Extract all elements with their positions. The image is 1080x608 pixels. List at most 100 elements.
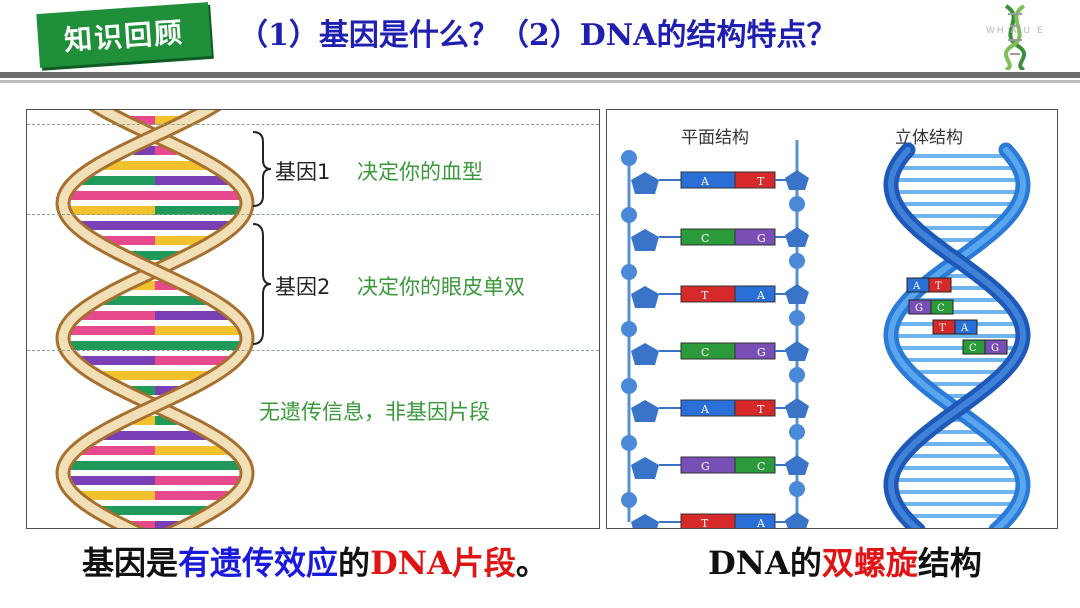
base-pair-rung (80, 446, 155, 455)
base-pair-rung (155, 476, 247, 485)
brace-icon (252, 131, 272, 207)
non-gene-desc: 无遗传信息，非基因片段 (259, 400, 490, 424)
base-block (930, 299, 954, 315)
base-pair-rung (66, 461, 155, 470)
base-pair-rung (155, 206, 247, 215)
header-divider-thin (0, 80, 1080, 83)
caption-highlight: 双螺旋 (821, 544, 918, 582)
base-block (984, 339, 1008, 355)
base-letter: T (757, 403, 765, 416)
base-pair-rung (88, 236, 155, 245)
base-letter: G (915, 303, 923, 314)
base-letter: T (701, 289, 709, 302)
base-block (928, 277, 952, 293)
base-pair-rung (66, 326, 155, 335)
helix-strand (887, 147, 1027, 528)
base-pair-rung (155, 341, 247, 350)
base-pair-rung (104, 161, 155, 170)
phosphate-node (789, 367, 805, 383)
base-pair-rung (70, 491, 155, 500)
phosphate-node (789, 310, 805, 326)
base-letter: T (701, 517, 709, 528)
base-letter: C (701, 232, 709, 245)
phosphate-node (621, 492, 637, 508)
phosphate-node (789, 481, 805, 497)
sugar-pentagon (785, 398, 809, 418)
dashed-divider (27, 350, 599, 351)
caption-text: 结构 (917, 544, 982, 582)
base-block (734, 456, 776, 474)
base-pair-rung (155, 176, 230, 185)
base-block (734, 399, 776, 417)
base-block (734, 171, 776, 189)
base-block (954, 319, 978, 335)
sugar-pentagon (631, 172, 659, 194)
base-letter: A (700, 175, 710, 188)
base-pair-rung (70, 221, 155, 230)
base-pair-rung (155, 236, 222, 245)
base-pair-rung (155, 356, 240, 365)
base-letter: T (935, 281, 942, 292)
sugar-pentagon (631, 229, 659, 251)
phosphate-node (621, 150, 637, 166)
base-pair-rung (155, 446, 230, 455)
phosphate-node (621, 435, 637, 451)
base-pair-rung (133, 281, 155, 290)
caption-highlight: 有遗传效应 (178, 544, 339, 582)
caption-highlight: DNA片段 (370, 544, 516, 582)
base-letter: T (939, 323, 946, 334)
base-pair-rung (80, 311, 155, 320)
sugar-pentagon (785, 341, 809, 361)
page-title: （1）基因是什么？（2）DNA的结构特点？ (238, 18, 837, 53)
base-block (734, 513, 776, 528)
base-letter: C (969, 343, 977, 354)
phosphate-node (789, 253, 805, 269)
dna-logo-icon (1004, 4, 1026, 70)
header-divider (0, 72, 1080, 78)
phosphate-node (621, 378, 637, 394)
base-pair-rung (155, 371, 222, 380)
logo-text: WH A U E (986, 26, 1045, 36)
dna-helix-illustration (55, 110, 255, 528)
base-letter: G (757, 232, 766, 245)
base-pair-rung (88, 371, 155, 380)
base-letter: A (756, 289, 766, 302)
base-letter: A (912, 281, 921, 292)
gene-2-label: 基因2 (275, 275, 331, 299)
sugar-pentagon (785, 284, 809, 304)
backbone-strand (58, 110, 252, 528)
base-letter: C (757, 460, 765, 473)
base-letter: G (757, 346, 766, 359)
base-letter: A (700, 403, 710, 416)
caption-text: 的 (338, 544, 371, 582)
dashed-divider (27, 124, 599, 125)
caption-text: 。 (515, 544, 548, 582)
base-pair-rung (155, 311, 230, 320)
caption-dna-structure: DNA的双螺旋结构 (708, 538, 982, 588)
caption-gene-definition: 基因是有遗传效应的DNA片段。 (82, 538, 548, 588)
stereo-structure-label: 立体结构 (895, 128, 963, 148)
sugar-pentagon (785, 170, 809, 190)
gene-2-desc: 决定你的眼皮单双 (357, 275, 525, 299)
planar-structure-label: 平面结构 (681, 128, 749, 148)
sugar-pentagon (785, 455, 809, 475)
gene-1-label: 基因1 (275, 160, 331, 184)
base-pair-rung (66, 191, 155, 200)
base-pair-rung (155, 416, 177, 425)
sugar-pentagon (631, 343, 659, 365)
base-letter: G (701, 460, 710, 473)
gene-1-desc: 决定你的血型 (357, 160, 483, 184)
helix-strand (883, 142, 1031, 528)
base-pair-rung (155, 296, 206, 305)
base-letter: A (960, 323, 969, 334)
sugar-pentagon (785, 512, 809, 528)
caption-text: 基因是 (82, 544, 179, 582)
base-pair-rung (104, 296, 155, 305)
base-pair-rung (155, 491, 240, 500)
base-pair-rung (155, 161, 206, 170)
base-pair-rung (155, 281, 177, 290)
base-pair-rung (70, 356, 155, 365)
